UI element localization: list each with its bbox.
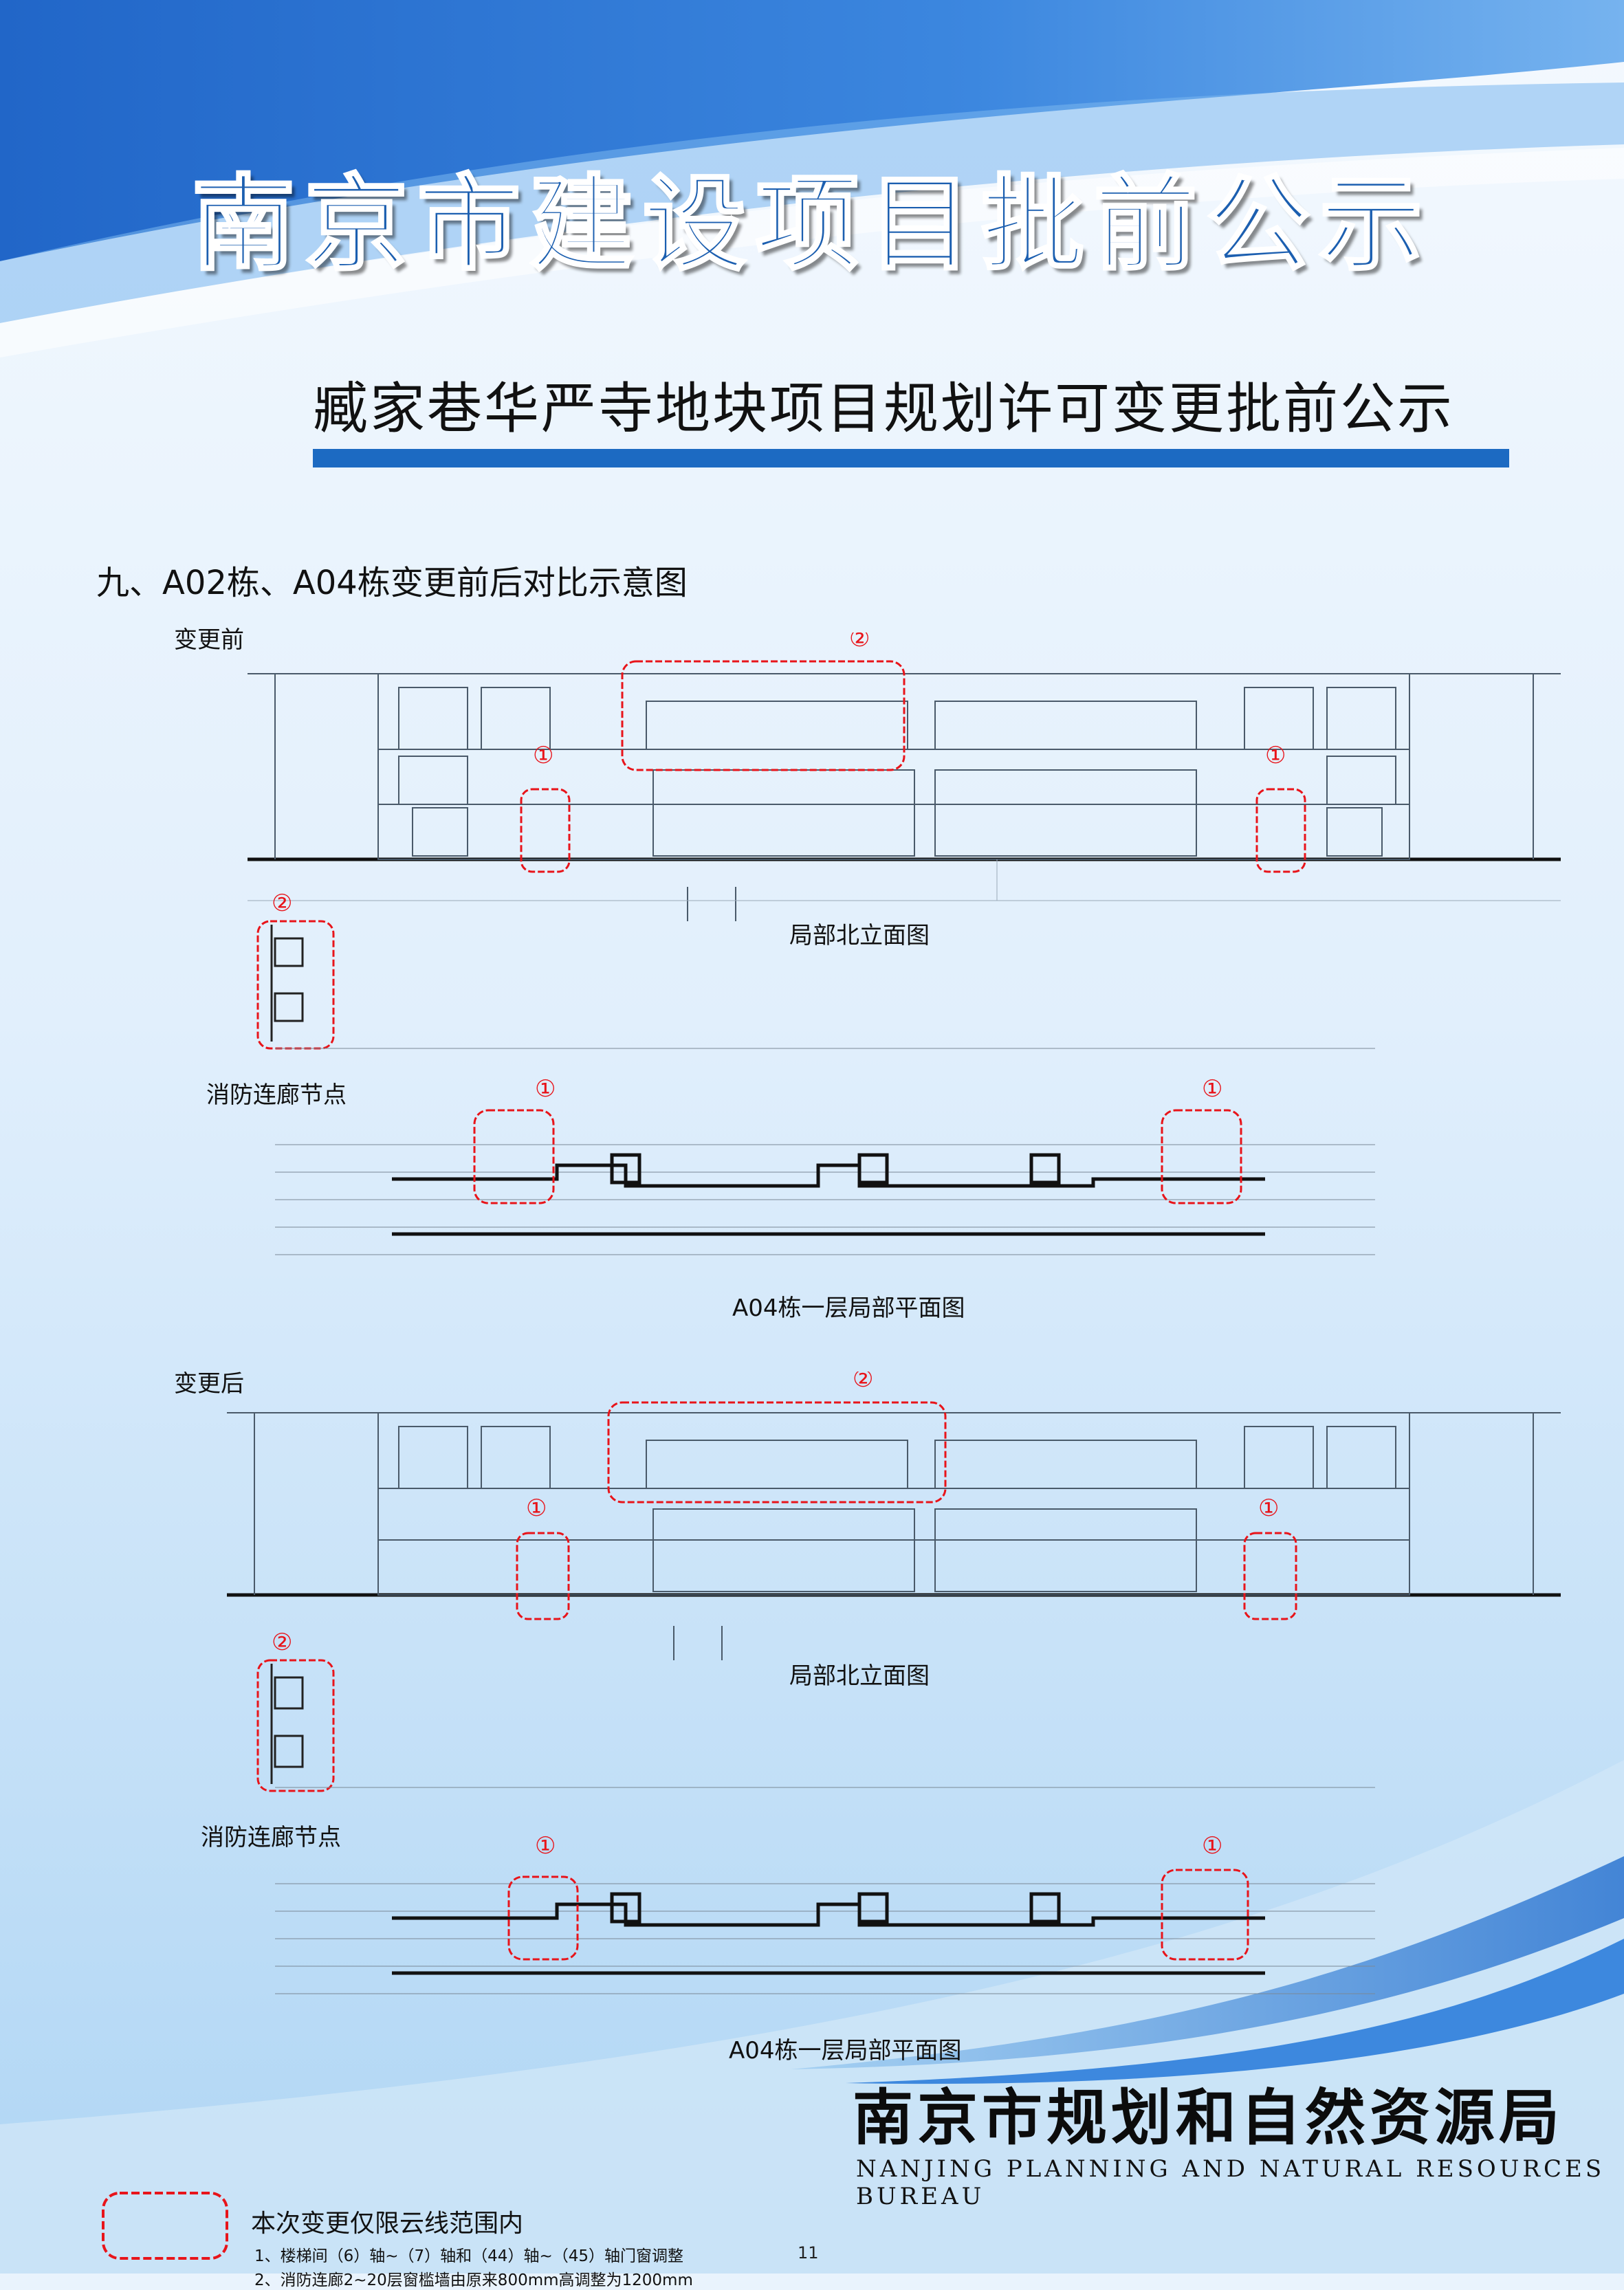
page-number: 11 bbox=[798, 2243, 819, 2263]
after-node-drawing: ② bbox=[256, 1629, 335, 1792]
before-node-drawing: ② bbox=[256, 890, 335, 1050]
section-title: 九、A02栋、A04栋变更前后对比示意图 bbox=[96, 564, 688, 602]
bureau-name-en: NANJING PLANNING AND NATURAL RESOURCES B… bbox=[856, 2155, 1605, 2210]
legend-item: 1、楼梯间（6）轴~（7）轴和（44）轴~（45）轴门窗调整 bbox=[254, 2247, 683, 2265]
before-elevation-drawing: ② ① ① bbox=[248, 632, 1561, 921]
before-elev-mark-2: ② bbox=[849, 632, 870, 652]
before-plan-mark-1a: ① bbox=[535, 1075, 556, 1103]
legend-title: 本次变更仅限云线范围内 bbox=[251, 2210, 524, 2238]
after-node-mark: ② bbox=[272, 1629, 292, 1656]
legend-item: 2、消防连廊2~20层窗槛墙由原来800mm高调整为1200mm bbox=[254, 2271, 693, 2289]
after-elev-mark-1b: ① bbox=[1258, 1495, 1279, 1522]
after-elevation-drawing: ② ① ① bbox=[227, 1372, 1561, 1660]
after-node-caption: 消防连廊节点 bbox=[201, 1824, 341, 1851]
after-elev-mark-1a: ① bbox=[526, 1495, 547, 1522]
before-label: 变更前 bbox=[174, 626, 244, 654]
after-plan-mark-1b: ① bbox=[1202, 1832, 1222, 1860]
main-title: 南京市建设项目批前公示 bbox=[190, 162, 1432, 286]
after-elev-mark-2: ② bbox=[853, 1372, 873, 1393]
after-plan-mark-1a: ① bbox=[535, 1832, 556, 1860]
subtitle-underline bbox=[313, 449, 1509, 467]
before-elev-mark-1a: ① bbox=[533, 742, 553, 769]
revision-cloud-legend-icon bbox=[102, 2192, 228, 2260]
before-node-caption: 消防连廊节点 bbox=[206, 1081, 347, 1109]
before-elevation-caption: 局部北立面图 bbox=[789, 922, 930, 949]
subtitle: 臧家巷华严寺地块项目规划许可变更批前公示 bbox=[313, 377, 1454, 441]
before-node-mark: ② bbox=[272, 890, 292, 917]
before-plan-caption: A04栋一层局部平面图 bbox=[732, 1295, 965, 1322]
before-elev-mark-1b: ① bbox=[1265, 742, 1286, 769]
after-label: 变更后 bbox=[174, 1370, 244, 1398]
before-plan-drawing: ① ① bbox=[275, 1048, 1375, 1255]
after-plan-caption: A04栋一层局部平面图 bbox=[729, 2037, 962, 2065]
before-plan-mark-1b: ① bbox=[1202, 1075, 1222, 1103]
after-plan-drawing: ① ① bbox=[275, 1787, 1375, 1994]
bureau-name-cn: 南京市规划和自然资源局 bbox=[853, 2082, 1564, 2153]
after-elevation-caption: 局部北立面图 bbox=[789, 1662, 930, 1690]
